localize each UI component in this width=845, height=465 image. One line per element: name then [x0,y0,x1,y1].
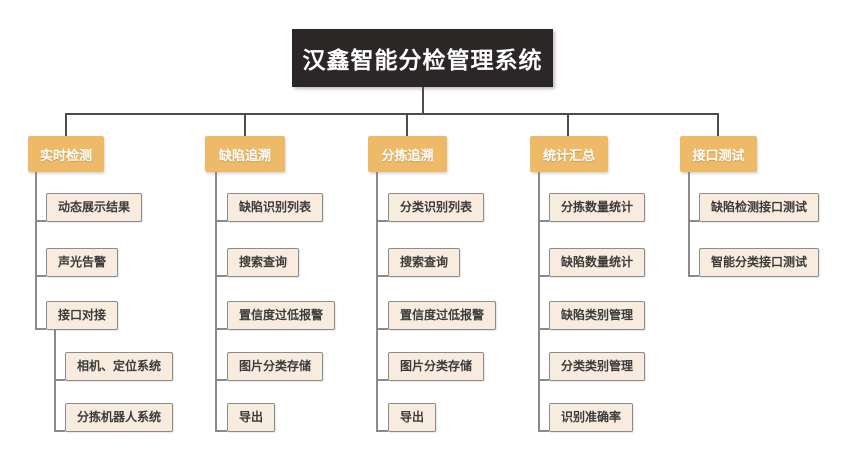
connector-stub-col3-r2 [376,275,388,277]
connector-drop-branch-1 [65,113,67,136]
connector-trunk-col3 [376,172,378,432]
connector-stub-col2-r1 [215,220,227,222]
connector-stub-col5-r2 [688,275,699,277]
node-low-confidence-alarm-sorting[interactable]: 置信度过低报警 [388,301,497,330]
connector-stub-col2-r3 [215,328,227,330]
connector-drop-branch-2 [244,113,246,136]
node-defect-category-management[interactable]: 缺陷类别管理 [549,301,646,330]
connector-stub-col4-r3 [538,328,549,330]
connector-drop-branch-3 [406,113,408,136]
connector-stub-col4-r2 [538,275,549,277]
connector-root-drop [422,87,424,114]
node-low-confidence-alarm-defect[interactable]: 置信度过低报警 [227,301,336,330]
branch-header-statistics-summary[interactable]: 统计汇总 [530,136,608,172]
node-image-category-storage-sorting[interactable]: 图片分类存储 [388,352,485,381]
branch-header-interface-testing[interactable]: 接口测试 [680,136,757,172]
node-sound-light-alarm[interactable]: 声光告警 [46,248,119,277]
connector-stub-col1-r4 [54,379,65,381]
connector-trunk-col4 [538,172,540,432]
node-defect-quantity-stats[interactable]: 缺陷数量统计 [549,248,646,277]
connector-stub-col2-r4 [215,379,227,381]
connector-subtrunk-col1 [54,330,56,432]
connector-stub-col5-r1 [688,220,699,222]
connector-stub-col4-r4 [538,379,549,381]
connector-stub-col3-r3 [376,328,388,330]
connector-stub-col3-r1 [376,220,388,222]
node-defect-detection-api-test[interactable]: 缺陷检测接口测试 [699,193,820,222]
connector-trunk-col2 [215,172,217,432]
node-classification-recognition-list[interactable]: 分类识别列表 [388,193,485,222]
branch-header-sorting-tracing[interactable]: 分拣追溯 [368,136,447,172]
connector-stub-col3-r5 [376,430,388,432]
connector-stub-col2-r5 [215,430,227,432]
connector-drop-branch-4 [567,113,569,136]
connector-stub-col3-r4 [376,379,388,381]
node-interface-docking[interactable]: 接口对接 [46,301,119,330]
node-search-query-sorting[interactable]: 搜索查询 [388,248,461,277]
node-export-defect[interactable]: 导出 [227,403,276,432]
branch-header-defect-tracing[interactable]: 缺陷追溯 [205,136,285,172]
connector-bus [65,113,719,115]
node-sorting-quantity-stats[interactable]: 分拣数量统计 [549,193,646,222]
root-topic[interactable]: 汉鑫智能分检管理系统 [292,29,553,87]
connector-stub-col1-r1 [35,220,46,222]
connector-stub-col1-r2 [35,275,46,277]
node-recognition-accuracy[interactable]: 识别准确率 [549,403,634,432]
connector-trunk-col1 [35,172,37,330]
node-dynamic-display-results[interactable]: 动态展示结果 [46,193,143,222]
connector-trunk-col5 [688,172,690,277]
connector-stub-col1-r5 [54,430,65,432]
node-classification-category-management[interactable]: 分类类别管理 [549,352,646,381]
connector-stub-col4-r5 [538,430,549,432]
branch-header-realtime-detection[interactable]: 实时检测 [28,136,104,172]
node-defect-recognition-list[interactable]: 缺陷识别列表 [227,193,324,222]
node-sorting-robot-system[interactable]: 分拣机器人系统 [65,403,174,432]
node-smart-classification-api-test[interactable]: 智能分类接口测试 [699,248,820,277]
connector-stub-col1-r3 [35,328,46,330]
node-camera-positioning-system[interactable]: 相机、定位系统 [65,352,174,381]
connector-stub-col2-r2 [215,275,227,277]
connector-drop-branch-5 [717,113,719,136]
node-search-query-defect[interactable]: 搜索查询 [227,248,300,277]
connector-stub-col4-r1 [538,220,549,222]
node-image-category-storage-defect[interactable]: 图片分类存储 [227,352,324,381]
node-export-sorting[interactable]: 导出 [388,403,437,432]
